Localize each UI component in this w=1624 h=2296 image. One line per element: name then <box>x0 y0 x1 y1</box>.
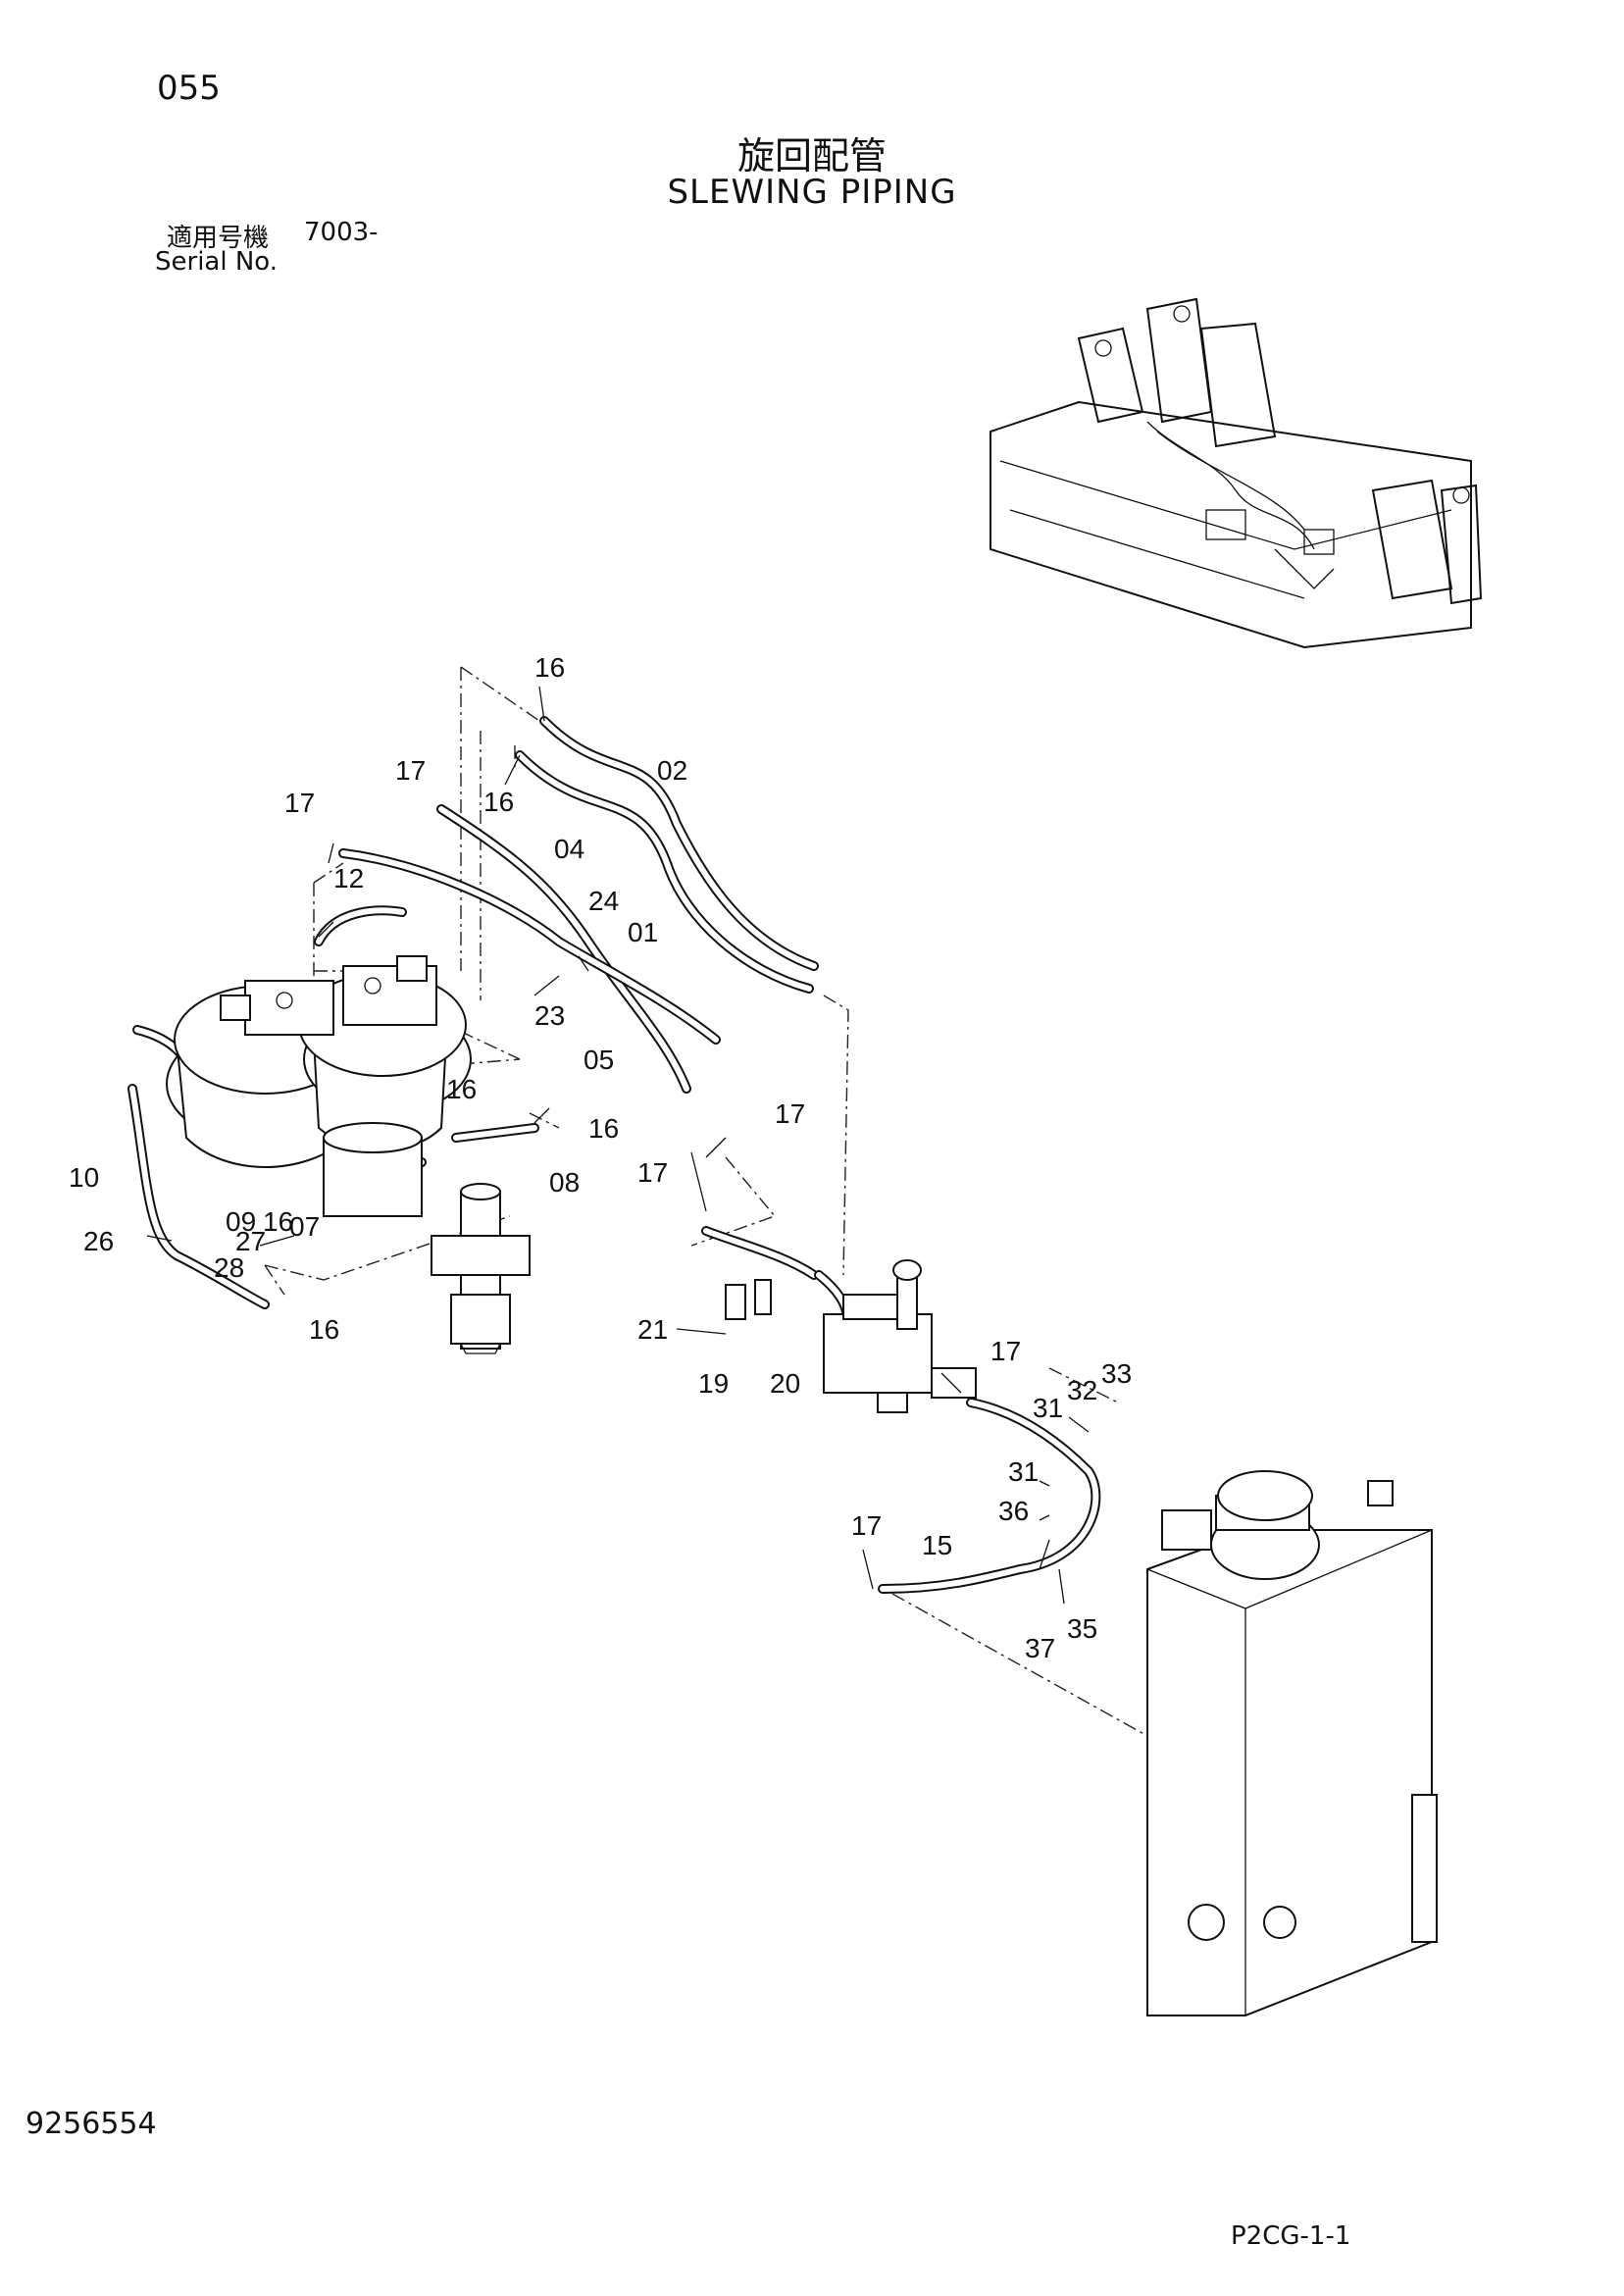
callout-label: 04 <box>554 834 584 864</box>
page-number: 055 <box>157 69 221 108</box>
serial-value: 7003- <box>304 218 379 247</box>
callout-label: 15 <box>922 1530 952 1560</box>
title-english: SLEWING PIPING <box>667 173 957 212</box>
title-japanese: 旋回配管 <box>736 134 887 178</box>
valve-block <box>725 1259 977 1413</box>
callout-label: 20 <box>770 1368 800 1399</box>
callout-label: 16 <box>588 1113 619 1144</box>
sheet-code: P2CG-1-1 <box>1231 2221 1351 2251</box>
callout-leaders <box>146 686 1090 1605</box>
solenoid-valve <box>431 1183 531 1354</box>
callout-label: 28 <box>214 1252 244 1283</box>
callout-label: 33 <box>1101 1358 1132 1389</box>
callout-label: 36 <box>998 1496 1029 1526</box>
callout-label: 16 <box>309 1314 339 1345</box>
callout-label: 12 <box>333 863 364 893</box>
callout-label: 37 <box>1025 1633 1055 1663</box>
callout-label: 27 <box>235 1226 266 1256</box>
callout-label: 02 <box>657 755 687 786</box>
callout-label: 16 <box>483 787 514 817</box>
swing-motor-assembly <box>166 955 472 1217</box>
callout-label: 17 <box>990 1336 1021 1366</box>
callout-label: 17 <box>637 1157 668 1188</box>
machine-frame-illustration <box>990 297 1483 649</box>
callout-label: 10 <box>69 1162 99 1193</box>
callout-label: 17 <box>395 755 426 786</box>
callout-label: 16 <box>534 652 565 683</box>
callout-label: 19 <box>698 1368 729 1399</box>
hoses <box>127 716 1101 1594</box>
callout-label: 32 <box>1067 1375 1097 1405</box>
callout-numbers: 16 02 17 16 17 04 12 24 01 23 05 16 16 1… <box>69 652 1132 1663</box>
serial-label-japanese: 適用号機 <box>167 224 270 253</box>
callout-label: 05 <box>584 1045 614 1075</box>
callout-label: 16 <box>263 1206 293 1237</box>
callout-label: 35 <box>1067 1613 1097 1644</box>
callout-label: 16 <box>446 1074 477 1104</box>
serial-label-english: Serial No. <box>155 247 278 277</box>
callout-label: 21 <box>637 1314 668 1345</box>
callout-label: 31 <box>1033 1393 1063 1423</box>
callout-label: 26 <box>83 1226 114 1256</box>
document-number: 9256554 <box>25 2107 157 2141</box>
callout-label: 24 <box>588 886 619 916</box>
callout-label: 09 <box>226 1206 256 1237</box>
callout-label: 07 <box>289 1211 320 1242</box>
callout-label: 23 <box>534 1000 565 1031</box>
callout-label: 17 <box>851 1510 882 1541</box>
callout-label: 01 <box>628 917 658 947</box>
hydraulic-tank <box>1146 1470 1438 2016</box>
callout-label: 17 <box>775 1098 805 1129</box>
callout-label: 08 <box>549 1167 580 1198</box>
callout-label: 17 <box>284 788 315 818</box>
callout-label: 31 <box>1008 1456 1039 1487</box>
